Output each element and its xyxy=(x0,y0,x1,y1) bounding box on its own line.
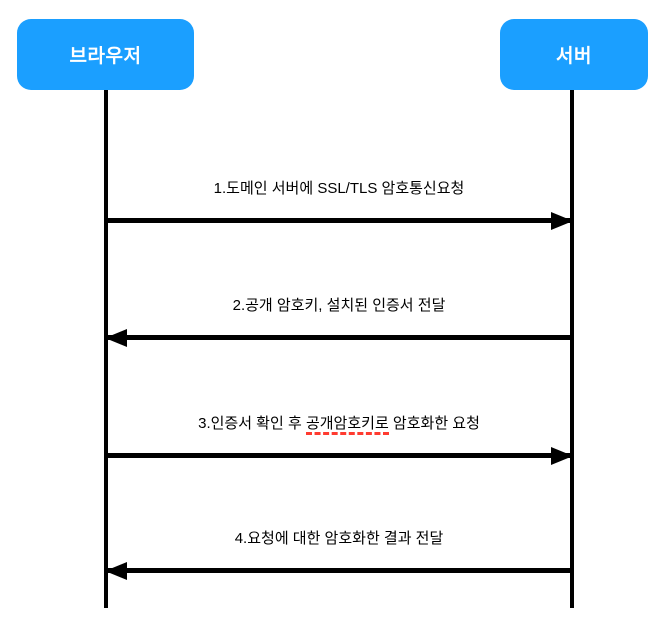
message-2-label: 2.공개 암호키, 설치된 인증서 전달 xyxy=(232,297,446,314)
message-1-label: 1.도메인 서버에 SSL/TLS 암호통신요청 xyxy=(213,180,465,197)
arrowhead-left-icon xyxy=(105,328,127,347)
message-3-label: 3.인증서 확인 후 공개암호키로 암호화한 요청 xyxy=(106,414,572,435)
message-4-arrow-line xyxy=(105,561,572,580)
message-2-arrow-line xyxy=(105,328,572,347)
message-3-misspelled-word: 공개암호키로 xyxy=(305,415,389,435)
message-4: 4.요청에 대한 암호화한 결과 전달 xyxy=(105,523,572,580)
arrowhead-left-icon xyxy=(105,561,127,580)
message-4-label: 4.요청에 대한 암호화한 결과 전달 xyxy=(234,530,444,547)
message-3-arrow-line xyxy=(106,446,573,465)
message-1-arrow-line xyxy=(106,211,573,230)
lifeline-browser xyxy=(104,90,108,608)
actor-browser-box: 브라우저 xyxy=(17,19,194,90)
arrowhead-right-icon xyxy=(551,211,573,230)
message-2: 2.공개 암호키, 설치된 인증서 전달 xyxy=(105,290,572,347)
message-3: 3.인증서 확인 후 공개암호키로 암호화한 요청 xyxy=(106,408,573,465)
message-3-text-prefix: 3.인증서 확인 후 xyxy=(198,415,306,432)
message-3-text-suffix: 암호화한 요청 xyxy=(388,415,480,432)
lifeline-server xyxy=(570,90,574,608)
actor-server-box: 서버 xyxy=(500,19,648,90)
arrowhead-right-icon xyxy=(551,446,573,465)
message-1: 1.도메인 서버에 SSL/TLS 암호통신요청 xyxy=(106,173,573,230)
